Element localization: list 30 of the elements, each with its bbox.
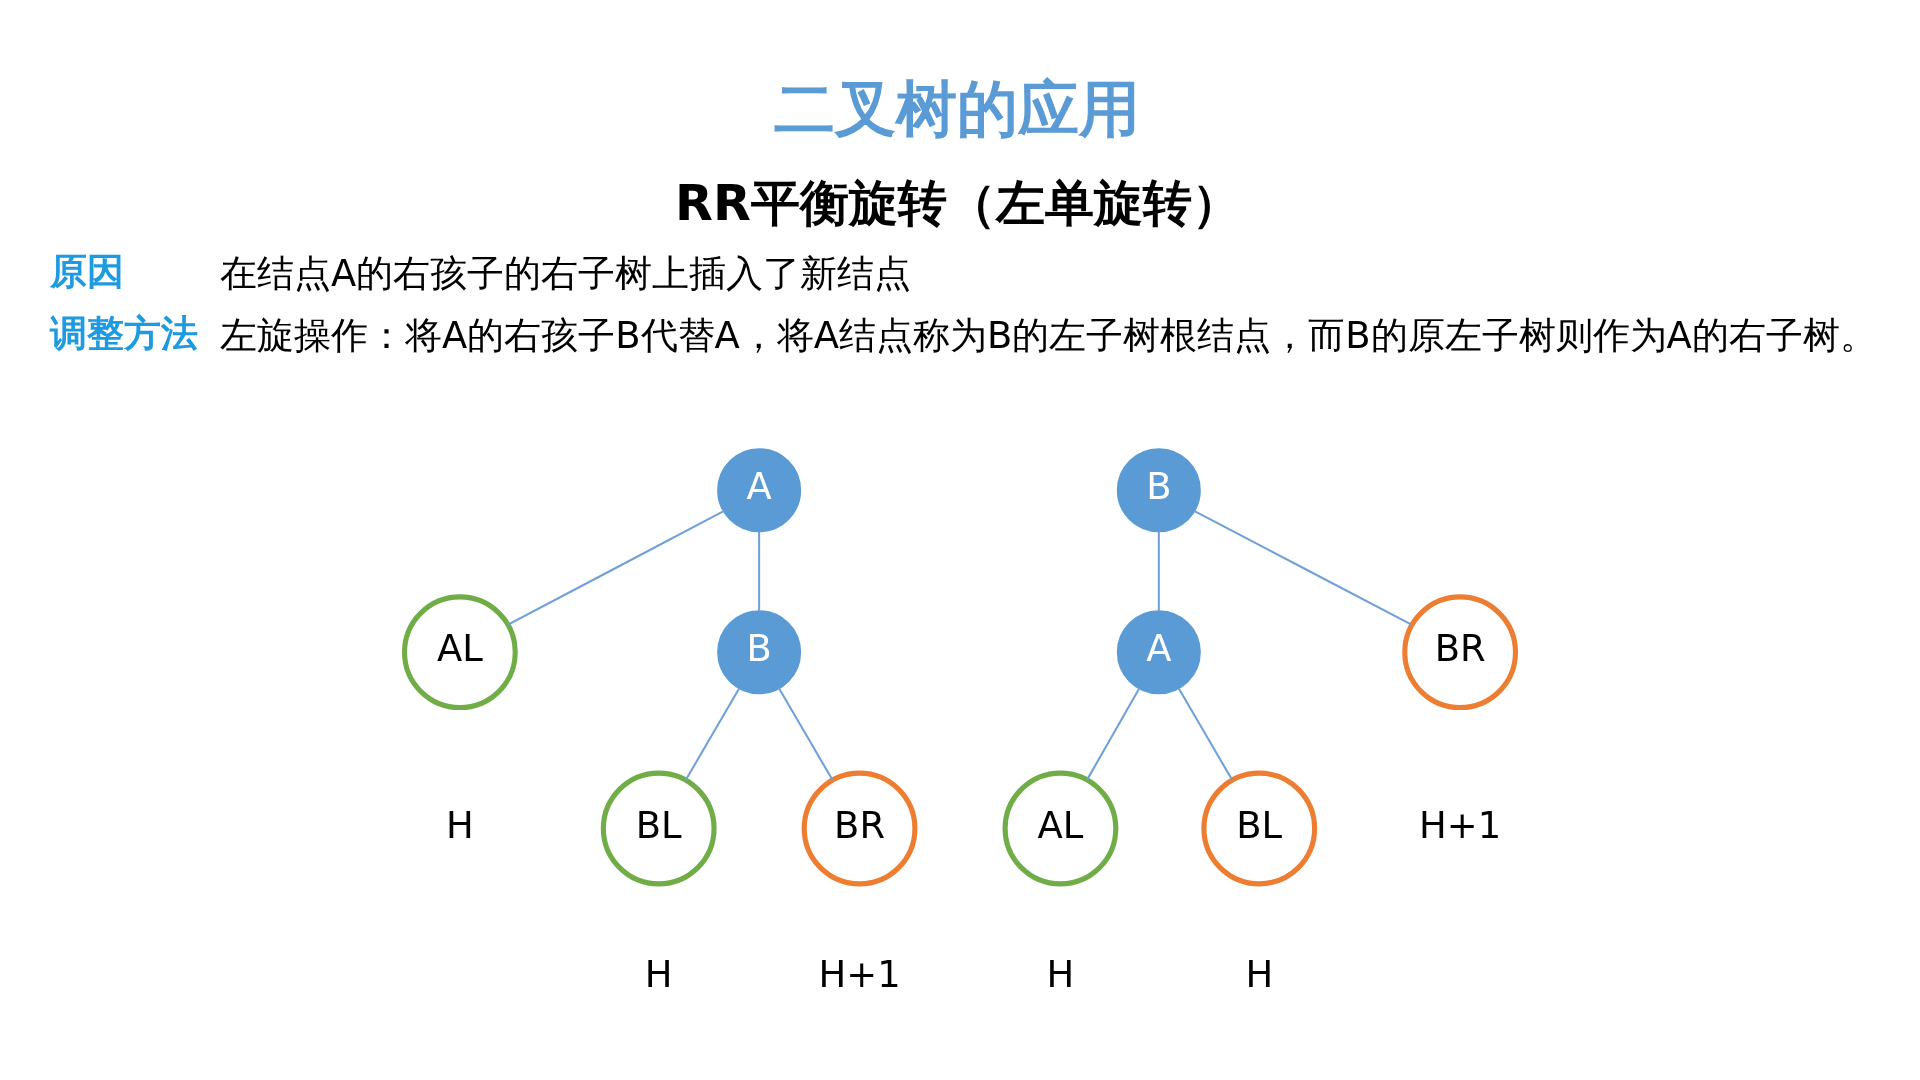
node-label: H+1	[1419, 803, 1502, 846]
connector	[758, 530, 761, 611]
node-circle: BL	[1201, 770, 1318, 886]
node-label: H	[644, 952, 673, 996]
node-label: H+1	[818, 952, 901, 996]
diagram-title: 二叉树的应用	[774, 72, 1141, 145]
node-circle: BL	[600, 770, 717, 886]
connector	[684, 687, 741, 781]
node-label: H	[446, 803, 474, 846]
connector	[1157, 530, 1160, 611]
node-circle: A	[1116, 609, 1201, 694]
node-circle: AL	[1002, 770, 1119, 886]
node-circle: A	[717, 447, 802, 532]
node-circle: B	[717, 609, 802, 694]
connector	[1177, 687, 1234, 781]
label: 原因	[49, 249, 124, 293]
label: 调整方法	[49, 311, 198, 355]
connector	[1086, 688, 1140, 780]
label: RR平衡旋转（左单旋转）	[675, 173, 1241, 232]
connector	[507, 509, 725, 626]
label: 左旋操作：将A的右孩子B代替A，将A结点称为B的左子树根结点，而B的原左子树则作为A的右子树。	[220, 313, 1877, 357]
label: 在结点A的右孩子的右子树上插入了新结点	[220, 251, 912, 295]
node-label: H	[1046, 952, 1075, 996]
node-circle: B	[1116, 447, 1201, 532]
connector	[778, 687, 834, 781]
node-label: H	[1245, 952, 1274, 996]
node-circle: AL	[402, 593, 518, 710]
node-circle: BR	[801, 770, 918, 886]
connector	[1194, 509, 1412, 626]
node-circle: BR	[1402, 593, 1518, 710]
